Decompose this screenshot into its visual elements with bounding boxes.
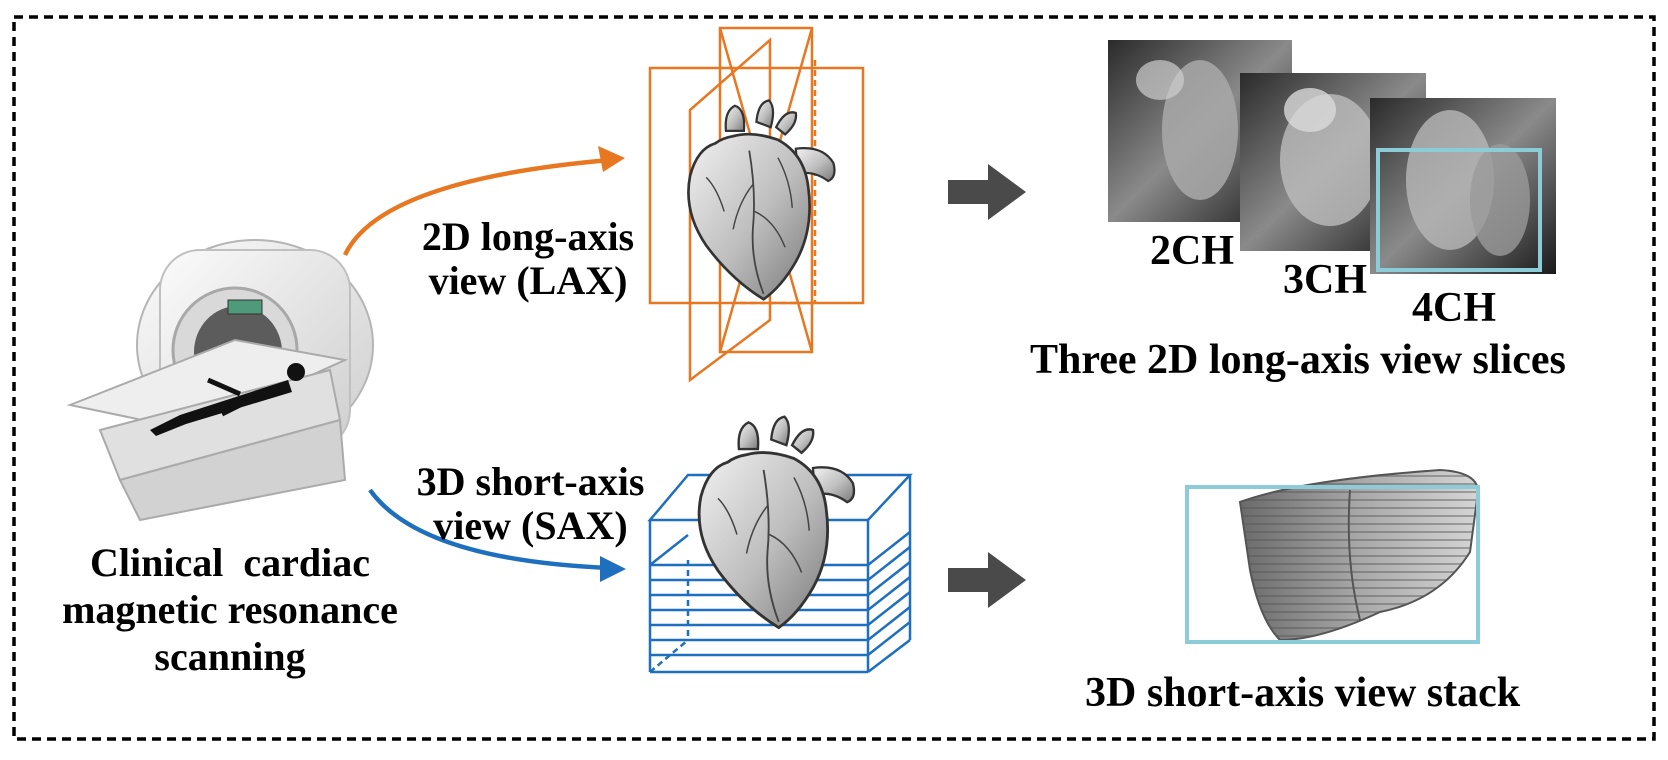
lax-curve-arrow [342,157,611,256]
roi-box-4ch [1376,148,1542,272]
mri-scanner-icon [66,239,374,522]
sax-slices [647,473,913,674]
block-arrow-icon-bottom [948,552,1026,608]
lax-view-label-line1: 2D long-axis [421,214,635,259]
sax-view-label: 3D short-axis view (SAX) [393,460,668,548]
lax-view-label-line2: view (LAX) [428,258,628,303]
label-2ch: 2CH [1150,228,1234,274]
roi-box-stack [1185,485,1480,644]
lax-arrowhead [598,146,625,172]
sax-view-label-line2: view (SAX) [433,503,628,548]
scanner-caption-line1: Clinical cardiac [90,540,370,585]
sax-arrowhead [600,556,626,582]
lax-slices-caption: Three 2D long-axis view slices [1030,337,1566,383]
sax-stack-image [1185,468,1480,644]
sax-view-label-line1: 3D short-axis [416,459,645,504]
outer-dashed-frame [12,15,1656,741]
lax-view-label: 2D long-axis view (LAX) [398,215,658,303]
sax-curve-arrow [368,488,611,571]
scanner-caption-line3: scanning [154,633,306,679]
block-arrow-icon-top [948,164,1026,220]
sax-stack-caption: 3D short-axis view stack [1085,670,1521,716]
lax-slice-images [1108,40,1556,274]
scanner-caption: Clinical cardiac magnetic resonance scan… [20,540,440,680]
label-4ch: 4CH [1412,285,1496,331]
label-3ch: 3CH [1283,257,1367,303]
scanner-caption-line2: magnetic resonance [62,586,398,632]
